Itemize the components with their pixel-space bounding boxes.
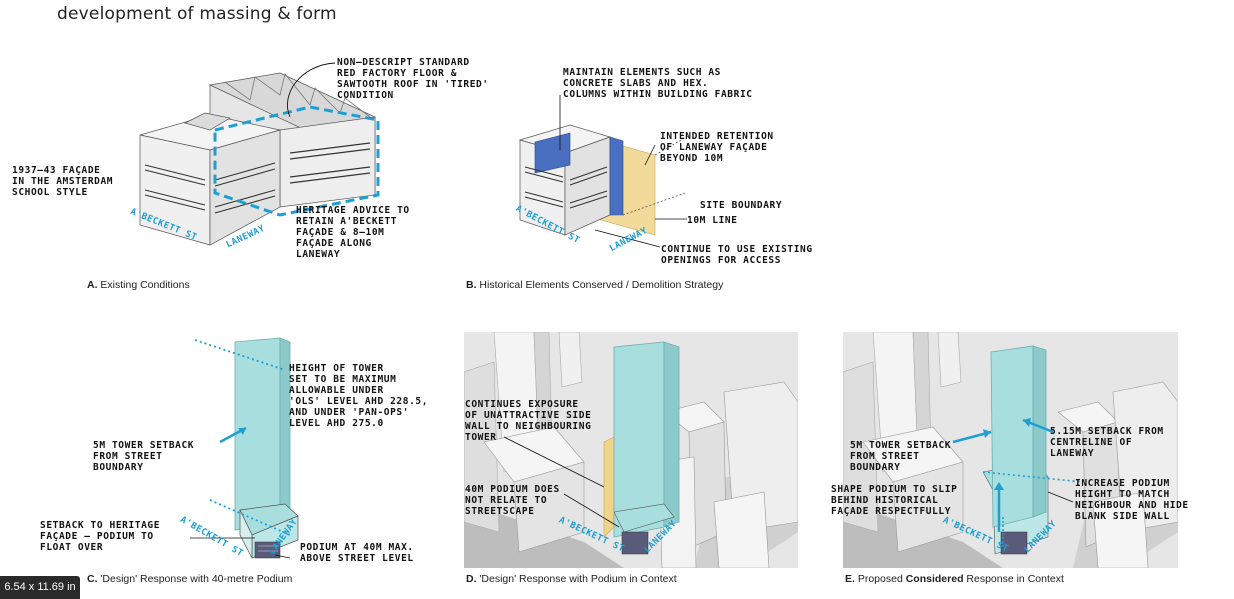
note-site-boundary: SITE BOUNDARY <box>700 200 783 211</box>
note-increase-podium: INCREASE PODIUM HEIGHT TO MATCH NEIGHBOU… <box>1075 478 1189 522</box>
panel-d-diagram <box>464 332 798 568</box>
caption-e-text-bold: Considered <box>905 573 964 585</box>
caption-e-text-pre: Proposed <box>857 573 906 585</box>
note-shape-podium: SHAPE PODIUM TO SLIP BEHIND HISTORICAL F… <box>831 484 958 517</box>
caption-e: E. Proposed Considered Response in Conte… <box>845 573 1064 585</box>
note-facade-style: 1937–43 FAÇADE IN THE AMSTERDAM SCHOOL S… <box>12 165 114 198</box>
caption-a-label: A. <box>87 279 98 291</box>
caption-b-label: B. <box>466 279 477 291</box>
panel-c-diagram <box>190 330 310 565</box>
caption-d-label: D. <box>466 573 477 585</box>
note-existing-openings: CONTINUE TO USE EXISTING OPENINGS FOR AC… <box>661 244 813 266</box>
note-tower-height: HEIGHT OF TOWER SET TO BE MAXIMUM ALLOWA… <box>289 363 429 429</box>
caption-d-text: 'Design' Response with Podium in Context <box>479 573 677 585</box>
note-side-wall-exposure: CONTINUES EXPOSURE OF UNATTRACTIVE SIDE … <box>465 399 592 443</box>
page-size-badge: 6.54 x 11.69 in <box>0 576 80 599</box>
caption-c-label: C. <box>87 573 98 585</box>
caption-c: C. 'Design' Response with 40-metre Podiu… <box>87 573 292 585</box>
panel-b-diagram <box>515 95 695 260</box>
note-tower-setback: 5M TOWER SETBACK FROM STREET BOUNDARY <box>93 440 195 473</box>
note-podium-height: PODIUM AT 40M MAX. ABOVE STREET LEVEL <box>300 542 414 564</box>
note-factory-floor: NON–DESCRIPT STANDARD RED FACTORY FLOOR … <box>337 57 489 101</box>
caption-a: A. Existing Conditions <box>87 279 190 291</box>
note-centreline-setback: 5.15M SETBACK FROM CENTRELINE OF LANEWAY <box>1050 426 1164 459</box>
caption-a-text: Existing Conditions <box>100 279 190 291</box>
caption-d: D. 'Design' Response with Podium in Cont… <box>466 573 677 585</box>
caption-e-label: E. <box>845 573 855 585</box>
note-heritage-setback: SETBACK TO HERITAGE FAÇADE – PODIUM TO F… <box>40 520 161 553</box>
caption-e-text-post: Response in Context <box>963 573 1064 585</box>
caption-b: B. Historical Elements Conserved / Demol… <box>466 279 723 291</box>
panel-a-diagram <box>130 55 390 265</box>
note-maintain-elements: MAINTAIN ELEMENTS SUCH AS CONCRETE SLABS… <box>563 67 753 100</box>
note-10m-line: 10M LINE <box>687 215 738 226</box>
note-laneway-retention: INTENDED RETENTION OF LANEWAY FAÇADE BEY… <box>660 131 774 164</box>
note-podium-streetscape: 40M PODIUM DOES NOT RELATE TO STREETSCAP… <box>465 484 560 517</box>
note-heritage-advice: HERITAGE ADVICE TO RETAIN A'BECKETT FAÇA… <box>296 205 410 260</box>
note-tower-setback-e: 5M TOWER SETBACK FROM STREET BOUNDARY <box>850 440 952 473</box>
page-title: development of massing & form <box>57 4 337 24</box>
caption-c-text: 'Design' Response with 40-metre Podium <box>100 573 293 585</box>
caption-b-text: Historical Elements Conserved / Demoliti… <box>479 279 724 291</box>
panel-e-diagram <box>843 332 1178 568</box>
